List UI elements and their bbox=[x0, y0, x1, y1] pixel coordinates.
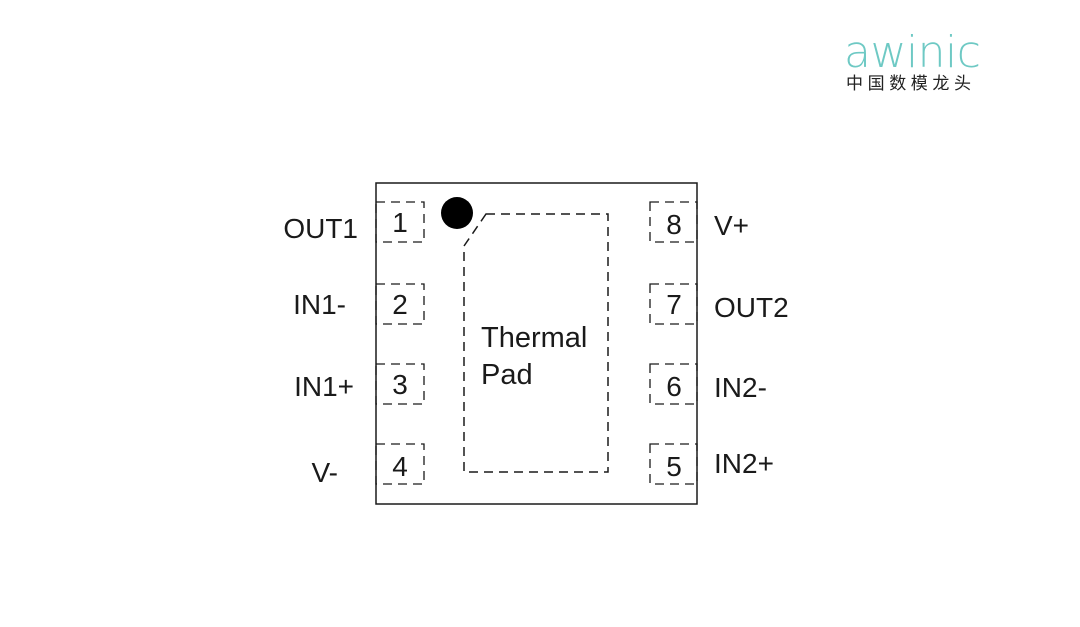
pin-number: 2 bbox=[392, 289, 408, 320]
logo-wordmark: awinic bbox=[844, 27, 981, 78]
pin-name: IN2- bbox=[714, 372, 767, 403]
pin-number: 7 bbox=[666, 289, 682, 320]
package-outline bbox=[375, 182, 698, 505]
pin-pad-outline bbox=[649, 283, 698, 325]
pin-name: OUT1 bbox=[283, 213, 358, 244]
logo-tagline: 中国数模龙头 bbox=[846, 74, 976, 94]
pin-pad-outline bbox=[375, 443, 425, 485]
pin-pad-outline bbox=[375, 363, 425, 405]
pin1-indicator-dot bbox=[441, 197, 473, 229]
pin-pad-outline bbox=[649, 443, 698, 485]
pin-1: 1 OUT1 bbox=[283, 201, 425, 244]
pin-pad-outline bbox=[375, 201, 425, 243]
pin-name: IN1- bbox=[293, 289, 346, 320]
pin-pad-outline bbox=[649, 363, 698, 405]
pin-name: IN1+ bbox=[294, 371, 354, 402]
pin-number: 3 bbox=[392, 369, 408, 400]
pin-pad-outline bbox=[375, 283, 425, 325]
awinic-logo: awinic 中国数模龙头 bbox=[840, 28, 1000, 98]
pin-name: V+ bbox=[714, 210, 749, 241]
pin-4: 4 V- bbox=[312, 443, 425, 488]
thermal-pad-outline bbox=[463, 213, 609, 473]
thermal-pad-label-line2: Pad bbox=[481, 359, 533, 391]
pin-number: 4 bbox=[392, 451, 408, 482]
pin-pad-outline bbox=[649, 201, 698, 243]
pin-5: 5 IN2+ bbox=[649, 443, 774, 485]
pin-number: 6 bbox=[666, 371, 682, 402]
pin-name: V- bbox=[312, 457, 338, 488]
pin-name: OUT2 bbox=[714, 292, 789, 323]
thermal-pad-label-line1: Thermal bbox=[481, 322, 587, 354]
pin-7: 7 OUT2 bbox=[649, 283, 789, 325]
pin-3: 3 IN1+ bbox=[294, 363, 425, 405]
pin-number: 5 bbox=[666, 451, 682, 482]
pin-6: 6 IN2- bbox=[649, 363, 767, 405]
pin-number: 8 bbox=[666, 209, 682, 240]
pin-name: IN2+ bbox=[714, 448, 774, 479]
pin-number: 1 bbox=[392, 207, 408, 238]
pin-8: 8 V+ bbox=[649, 201, 749, 243]
pin-2: 2 IN1- bbox=[293, 283, 425, 325]
